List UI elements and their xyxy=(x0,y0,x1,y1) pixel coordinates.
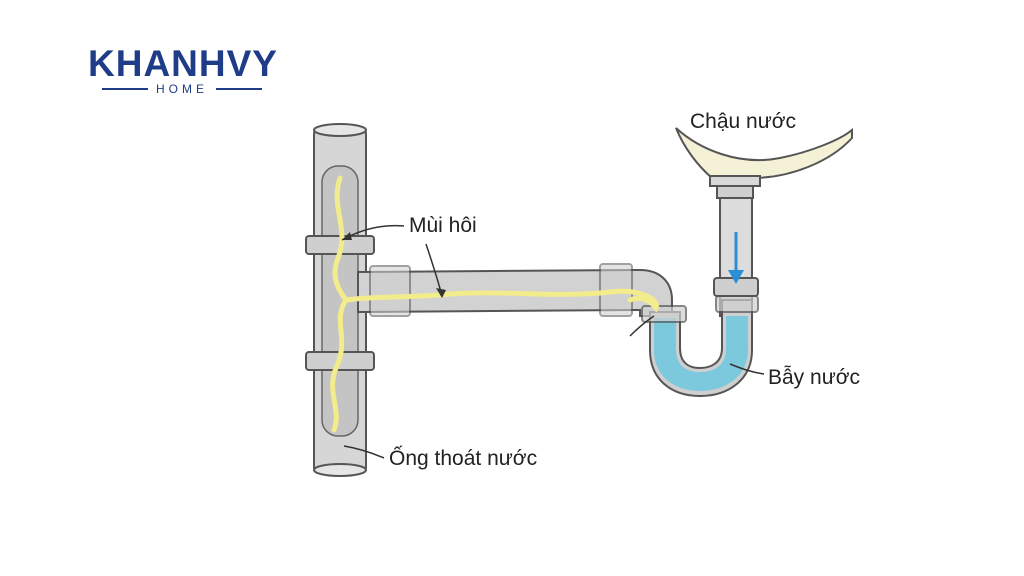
leader-trap xyxy=(729,363,765,375)
sink-drain-fitting xyxy=(709,175,761,187)
main-drain-pipe-top xyxy=(313,123,367,137)
label-drain-pipe: Ống thoát nước xyxy=(389,447,538,470)
brand-sub-row: HOME xyxy=(102,81,262,97)
brand-name: KHANHVY xyxy=(88,43,278,84)
brand-logo: KHANHVY HOME xyxy=(60,44,306,100)
flow-arrow-icon xyxy=(728,232,744,284)
sink-basin xyxy=(675,127,853,179)
label-sink: Chậu nước xyxy=(690,110,797,133)
brand-divider-right xyxy=(216,88,262,90)
leader-odor-to-pipe-head xyxy=(342,232,352,240)
brand-sub: HOME xyxy=(156,82,208,96)
label-trap: Bẫy nước xyxy=(768,366,861,389)
sink-drain-thread xyxy=(716,185,754,199)
trap-joint-left xyxy=(641,305,687,323)
label-odor: Mùi hôi xyxy=(409,214,477,237)
leader-trap-left xyxy=(629,315,655,337)
brand-divider-left xyxy=(102,88,148,90)
leader-drain-pipe xyxy=(343,445,385,459)
main-drain-pipe-bottom xyxy=(313,463,367,477)
odor-trail xyxy=(330,175,659,433)
leader-odor-to-arm-head xyxy=(436,288,446,298)
trap-water xyxy=(654,316,748,391)
trap-joint-right xyxy=(715,295,759,313)
horizontal-arm-joint-left xyxy=(369,265,411,317)
